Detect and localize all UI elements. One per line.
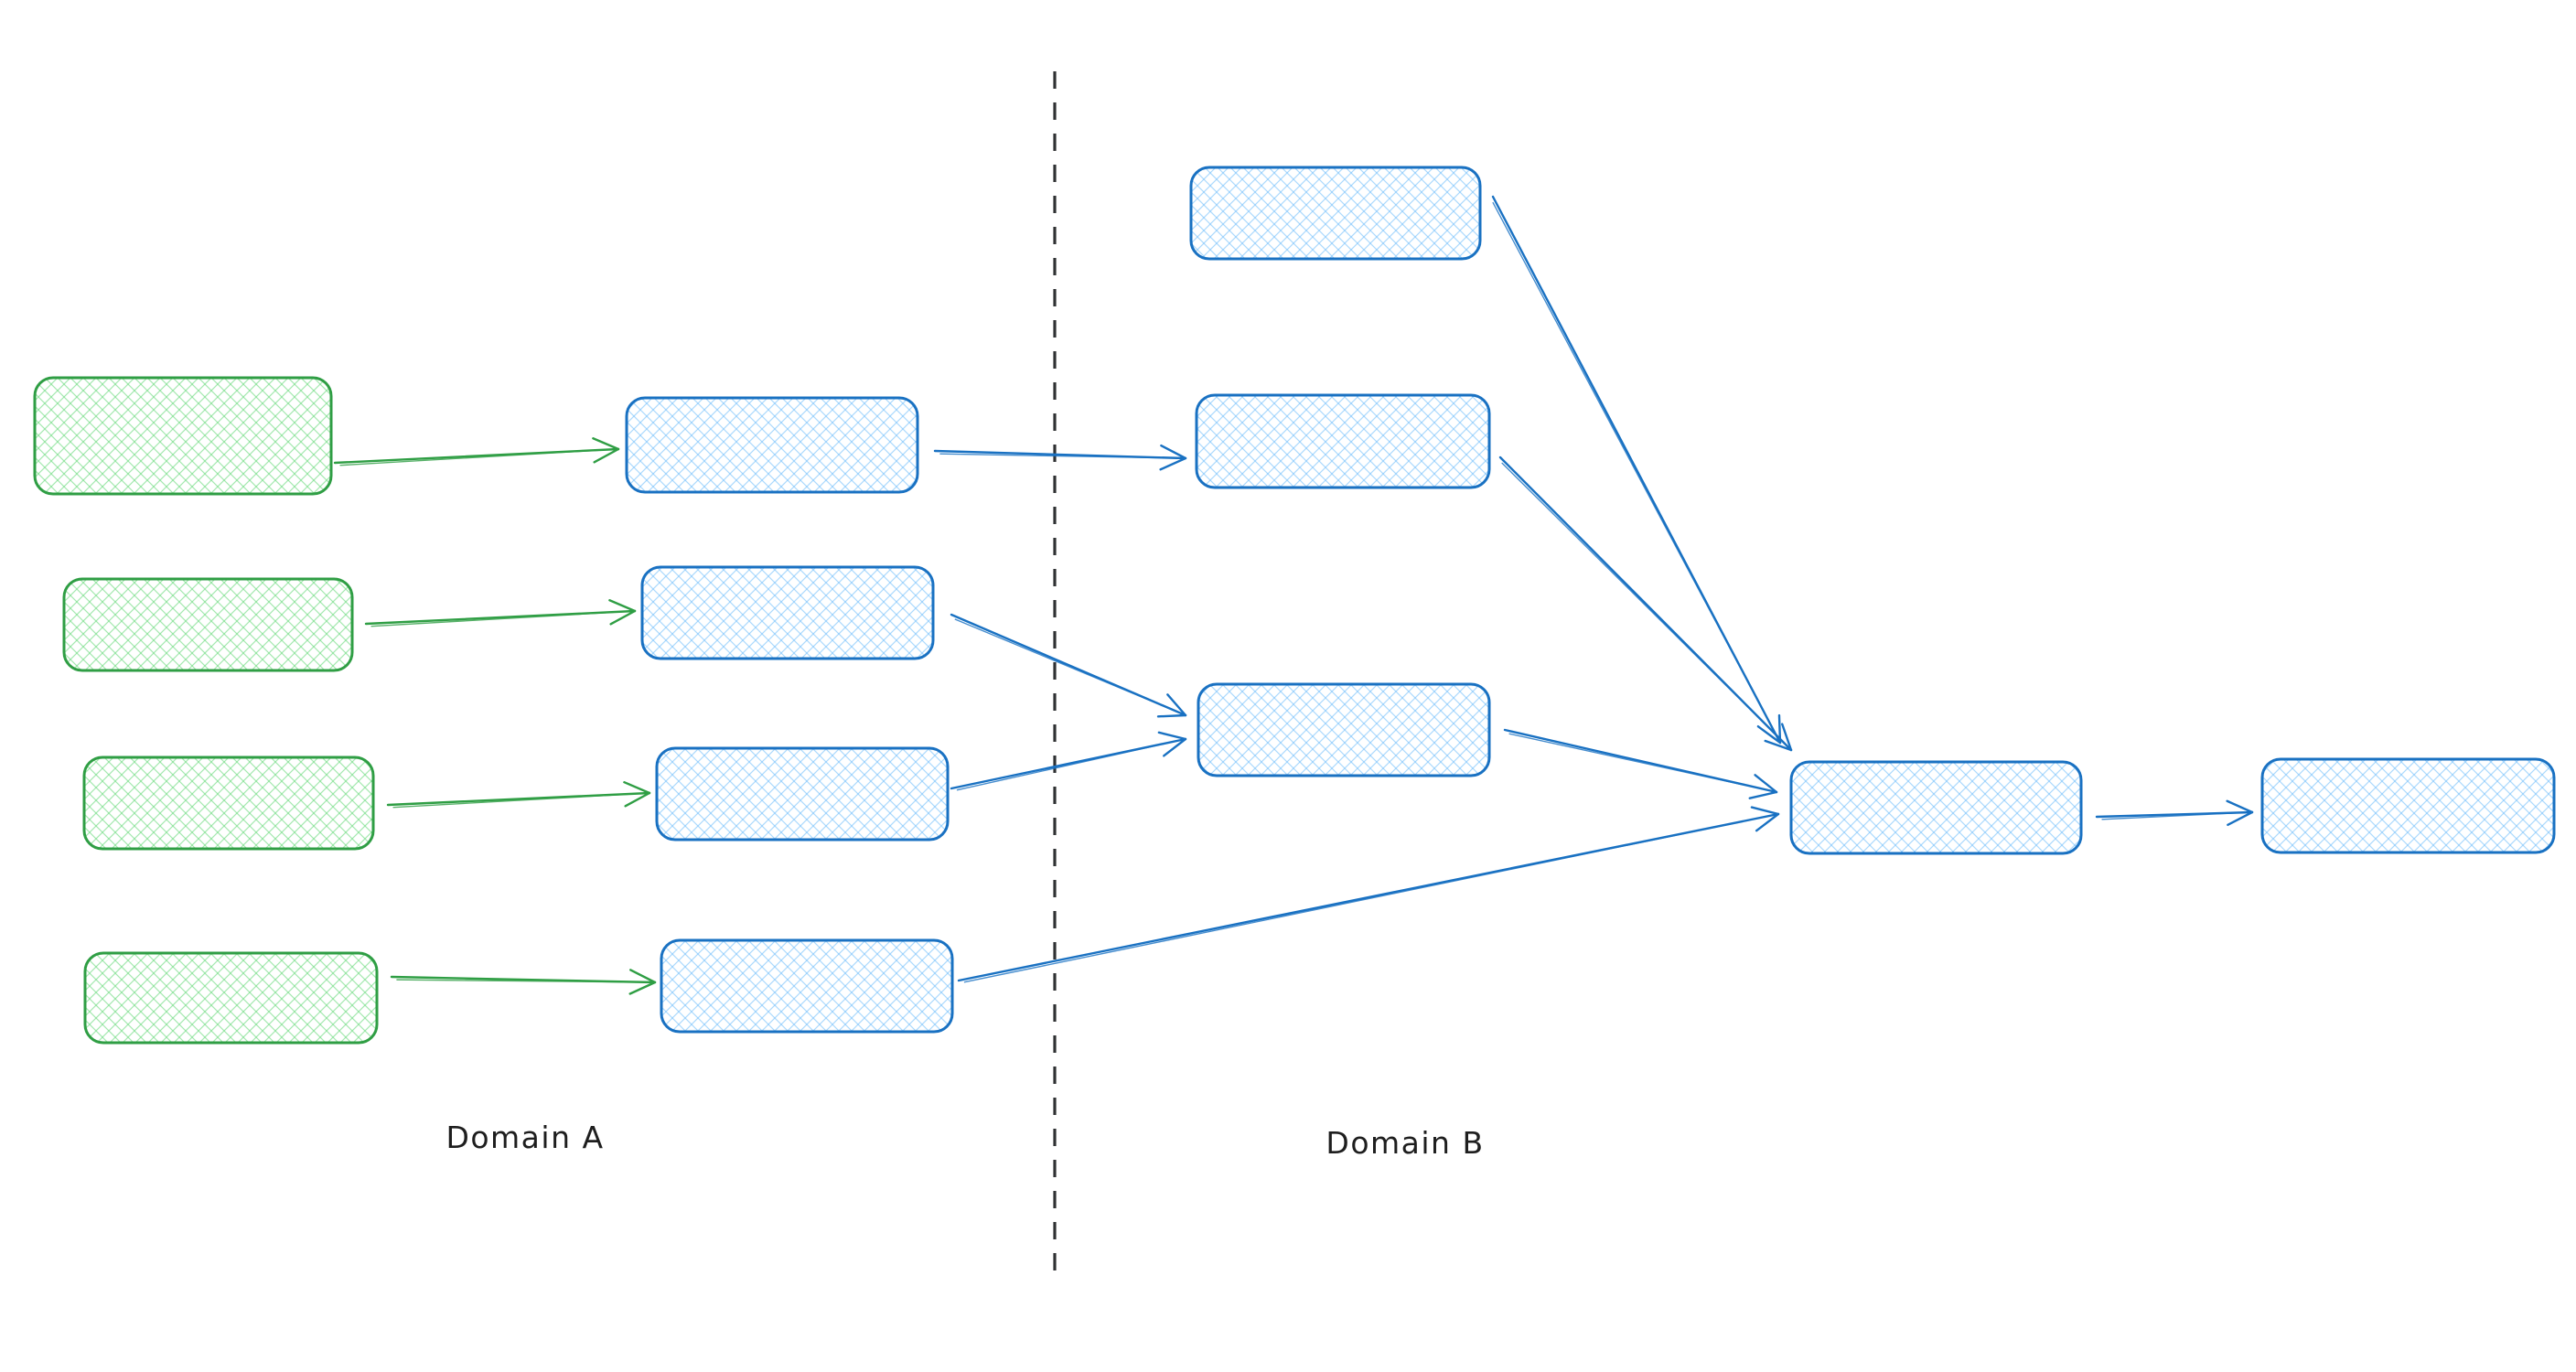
node-b2[interactable] — [1195, 393, 1491, 489]
edge-merge-final — [2095, 799, 2254, 827]
edge-m4-merge — [957, 806, 1780, 983]
domain-a-label: Domain A — [445, 1120, 605, 1155]
edge-a4-m4 — [390, 969, 657, 995]
edge-m2-b3 — [950, 613, 1187, 718]
edge-m1-b2 — [933, 444, 1187, 471]
node-a2[interactable] — [62, 577, 354, 672]
edge-a2-m2 — [364, 599, 637, 627]
edge-m3-b3 — [950, 731, 1187, 791]
node-b1[interactable] — [1189, 166, 1482, 261]
node-final[interactable] — [2260, 757, 2556, 854]
edge-a1-m1 — [333, 437, 620, 466]
node-m3[interactable] — [655, 746, 950, 841]
node-a3[interactable] — [82, 756, 375, 851]
domain-b-label: Domain B — [1326, 1125, 1485, 1161]
node-merge[interactable] — [1789, 760, 2083, 855]
node-m4[interactable] — [660, 938, 954, 1034]
edge-b1-merge — [1491, 195, 1782, 745]
edge-a3-m3 — [386, 780, 651, 809]
edge-b2-merge — [1498, 456, 1793, 752]
node-a1[interactable] — [33, 376, 333, 496]
node-b3[interactable] — [1197, 682, 1491, 777]
edge-b3-merge — [1503, 728, 1778, 799]
node-m2[interactable] — [640, 565, 935, 660]
node-a4[interactable] — [83, 951, 379, 1045]
node-m1[interactable] — [625, 396, 919, 494]
